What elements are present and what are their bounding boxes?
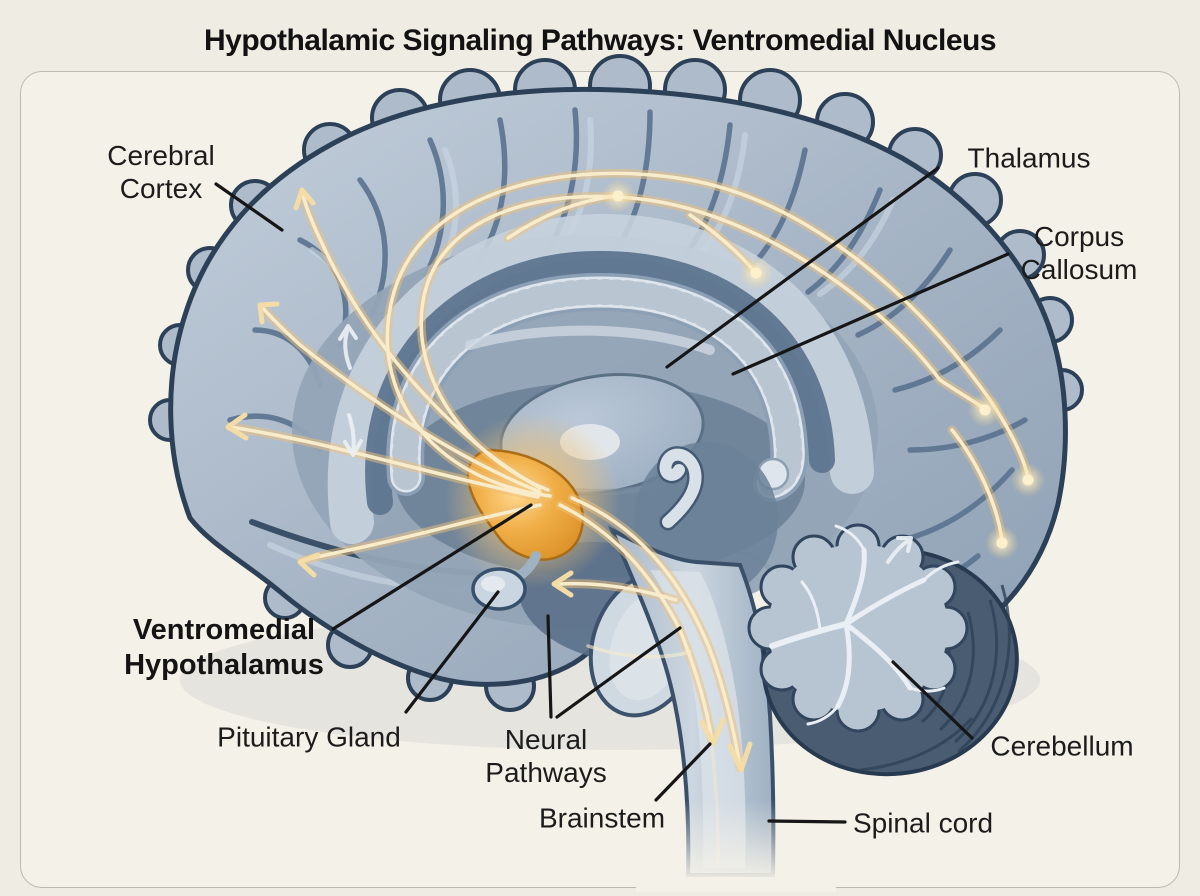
pathway-arrowheads xyxy=(225,187,753,773)
leader-thalamus xyxy=(665,166,940,369)
spinal-cord-fade xyxy=(636,800,836,892)
label-cerebral-cortex: Cerebral Cortex xyxy=(107,139,214,205)
label-line: Callosum xyxy=(1020,254,1138,285)
page-title: Hypothalamic Signaling Pathways: Ventrom… xyxy=(203,24,997,57)
corpus-callosum-shape xyxy=(386,272,809,502)
leader-pituitary-gland xyxy=(404,590,500,714)
pituitary-shape xyxy=(471,551,541,611)
fornix-curl xyxy=(657,446,704,531)
label-line: Corpus xyxy=(1033,221,1125,252)
ventricle-highlight xyxy=(465,325,715,355)
label-line: Cortex xyxy=(119,173,203,204)
label-brainstem: Brainstem xyxy=(538,802,666,834)
leader-cerebral-cortex xyxy=(214,182,284,232)
label-pituitary-gland: Pituitary Gland xyxy=(217,721,401,753)
label-line: Hypothalamus xyxy=(124,649,324,681)
label-line: Cerebral xyxy=(107,140,215,171)
label-corpus-callosum: Corpus Callosum xyxy=(1021,220,1138,286)
leader-brainstem xyxy=(654,742,712,802)
label-spinal-cord: Spinal cord xyxy=(852,807,994,839)
white-direction-arrows xyxy=(338,324,913,564)
arbor-vitae xyxy=(769,524,960,726)
label-line: Ventromedial xyxy=(132,614,316,646)
label-line: Pathways xyxy=(485,757,607,788)
pathway-glow-dots xyxy=(601,179,1045,560)
leader-neural-pathways-right xyxy=(555,626,682,719)
leader-corpus-callosum xyxy=(731,252,1010,376)
leader-spinal-cord xyxy=(767,819,847,824)
label-cerebellum: Cerebellum xyxy=(990,730,1134,762)
label-line: Neural xyxy=(504,724,588,755)
label-thalamus: Thalamus xyxy=(967,142,1091,174)
cerebellum-shape xyxy=(747,523,1019,777)
leader-cerebellum xyxy=(891,660,974,740)
leader-ventromedial-hypothalamus xyxy=(331,503,533,631)
label-ventromedial-hypothalamus: Ventromedial Hypothalamus xyxy=(124,613,324,683)
label-neural-pathways: Neural Pathways xyxy=(485,723,606,789)
leader-lines xyxy=(214,166,1010,824)
leader-neural-pathways-left xyxy=(546,614,553,719)
